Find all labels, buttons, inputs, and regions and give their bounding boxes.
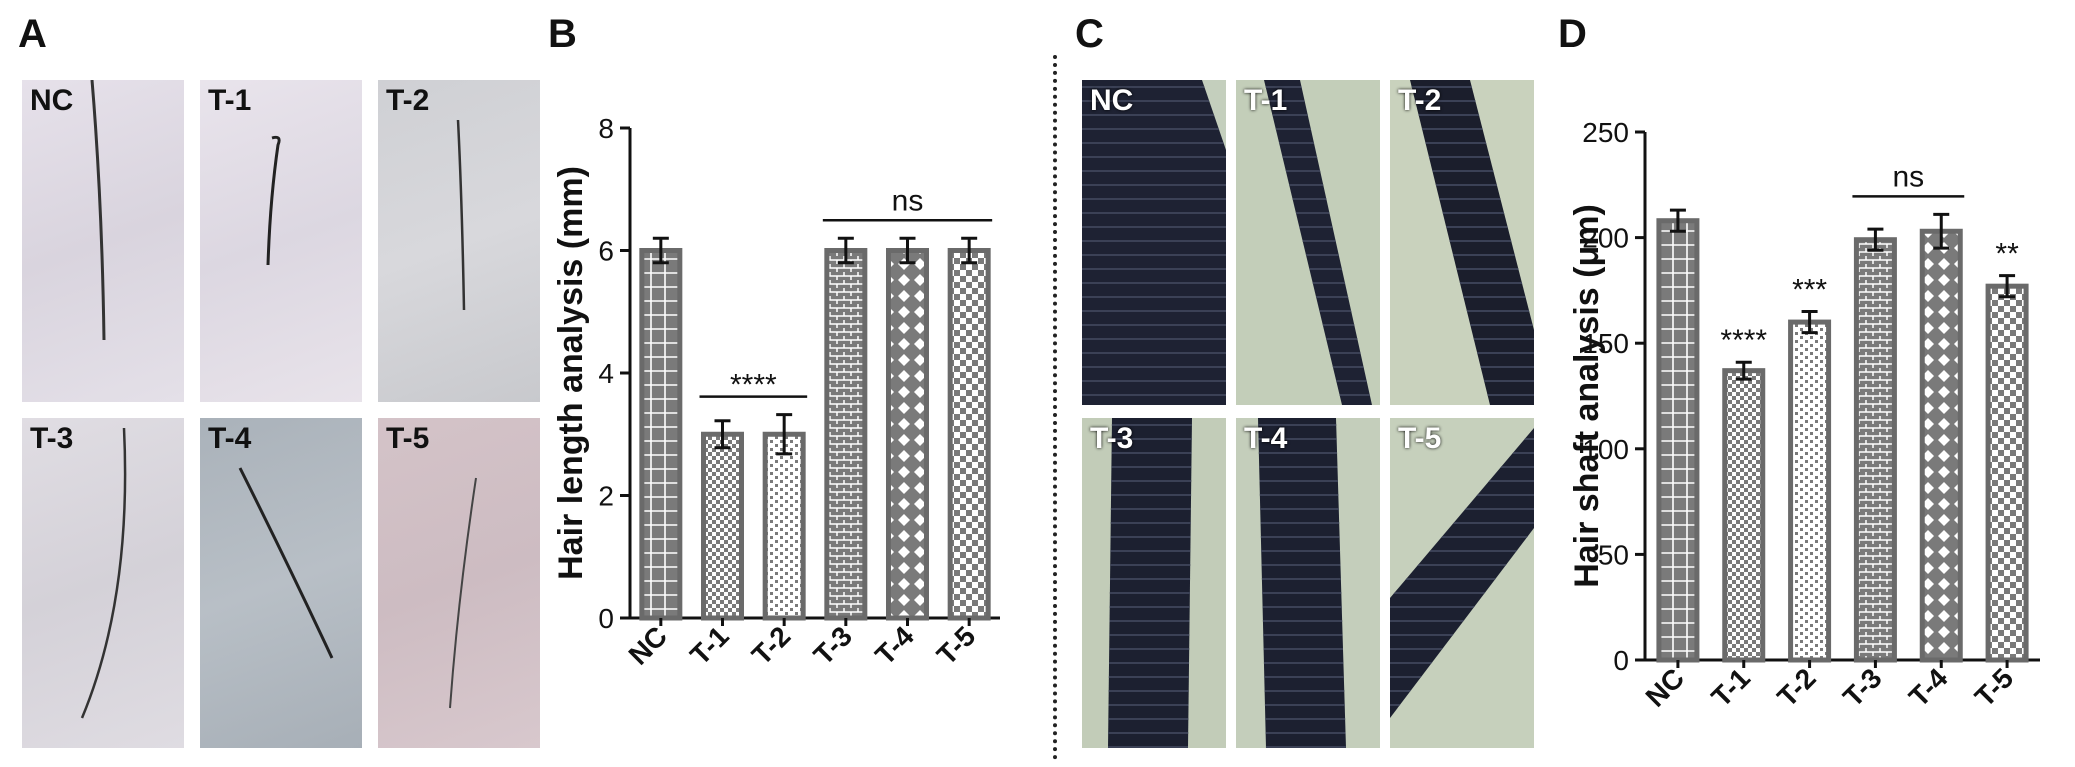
hair-strand-icon <box>90 80 106 341</box>
bar <box>1919 228 1963 663</box>
bar <box>824 248 868 621</box>
panel-divider <box>1053 55 1057 760</box>
photo-label: T-5 <box>386 422 430 455</box>
significance-label: ns <box>1892 160 1924 193</box>
photo-label: T-3 <box>1090 422 1134 455</box>
y-tick-label: 0 <box>1613 645 1629 676</box>
photo-label: T-1 <box>208 84 252 117</box>
hair-shaft-icon <box>1108 418 1192 748</box>
panel-letter-c: C <box>1075 12 1104 56</box>
photo-c-nc: NC <box>1082 80 1226 405</box>
photo-label: T-2 <box>386 84 430 117</box>
hair-strand-icon <box>456 119 466 311</box>
x-tick-label: NC <box>623 620 674 671</box>
panel-letter-b: B <box>548 12 577 56</box>
bar <box>639 248 683 621</box>
y-tick-label: 4 <box>598 358 614 389</box>
y-axis-label: Hair length analysis (mm) <box>552 166 590 580</box>
x-tick-label: T-1 <box>1705 662 1756 713</box>
photo-label: T-2 <box>1398 84 1442 117</box>
hair-shaft-icon <box>1390 428 1534 718</box>
significance-label: *** <box>1792 274 1827 307</box>
y-axis-label: Hair shaft analysis (μm) <box>1568 204 1606 588</box>
panel-letter-a: A <box>18 12 47 56</box>
x-tick-label: T-1 <box>684 620 735 671</box>
x-tick-label: T-2 <box>1771 662 1822 713</box>
y-tick-label: 8 <box>598 113 614 144</box>
y-tick-label: 2 <box>598 481 614 512</box>
photo-a-t1: T-1 <box>200 80 362 402</box>
photo-c-t4: T-4 <box>1236 418 1380 748</box>
hair-shaft-icon <box>1082 80 1226 405</box>
bar <box>1722 368 1766 663</box>
x-tick-label: T-5 <box>931 620 982 671</box>
hair-shaft-icon <box>1264 80 1372 405</box>
y-tick-label: 100 <box>1582 434 1629 465</box>
photo-label: T-1 <box>1244 84 1288 117</box>
bar <box>1985 283 2029 663</box>
y-tick-label: 200 <box>1582 223 1629 254</box>
y-tick-label: 50 <box>1598 539 1629 570</box>
bar <box>947 248 991 621</box>
photo-a-t3: T-3 <box>22 418 184 748</box>
x-tick-label: T-2 <box>746 620 797 671</box>
bar <box>1853 237 1897 663</box>
photo-a-t2: T-2 <box>378 80 540 402</box>
photo-a-t4: T-4 <box>200 418 362 748</box>
x-tick-label: T-3 <box>1837 662 1888 713</box>
bar <box>701 431 744 621</box>
hair-shaft-icon <box>1258 418 1346 748</box>
y-tick-label: 6 <box>598 236 614 267</box>
bar <box>1656 218 1700 663</box>
significance-label: **** <box>1720 324 1767 357</box>
photo-label: T-3 <box>30 422 74 455</box>
photo-label: NC <box>30 84 74 117</box>
hair-strand-icon <box>80 427 127 719</box>
x-tick-label: T-4 <box>869 620 920 671</box>
x-tick-label: T-3 <box>808 620 859 671</box>
y-tick-label: 150 <box>1582 328 1629 359</box>
x-tick-label: T-5 <box>1969 662 2020 713</box>
y-tick-label: 0 <box>598 603 614 634</box>
photo-label: T-4 <box>208 422 252 455</box>
photo-label: NC <box>1090 84 1134 117</box>
photo-a-t5: T-5 <box>378 418 540 748</box>
y-tick-label: 250 <box>1582 117 1629 148</box>
hair-strand-icon <box>266 135 281 266</box>
photo-label: T-5 <box>1398 422 1442 455</box>
significance-label: ** <box>1995 238 2019 271</box>
photo-c-t2: T-2 <box>1390 80 1534 405</box>
bar <box>762 431 806 621</box>
x-tick-label: T-4 <box>1903 662 1954 713</box>
x-tick-label: NC <box>1640 662 1691 713</box>
bar <box>1788 319 1832 663</box>
photo-c-t1: T-1 <box>1236 80 1380 405</box>
hair-shaft-icon <box>1410 80 1534 405</box>
hair-strand-icon <box>449 477 477 709</box>
panel-letter-d: D <box>1558 12 1587 56</box>
photo-c-t5: T-5 <box>1390 418 1534 748</box>
bar <box>886 248 929 621</box>
photo-a-nc: NC <box>22 80 184 402</box>
photo-label: T-4 <box>1244 422 1288 455</box>
photo-c-t3: T-3 <box>1082 418 1226 748</box>
significance-label: **** <box>730 369 777 402</box>
hair-strand-icon <box>238 467 334 659</box>
significance-label: ns <box>892 184 924 217</box>
